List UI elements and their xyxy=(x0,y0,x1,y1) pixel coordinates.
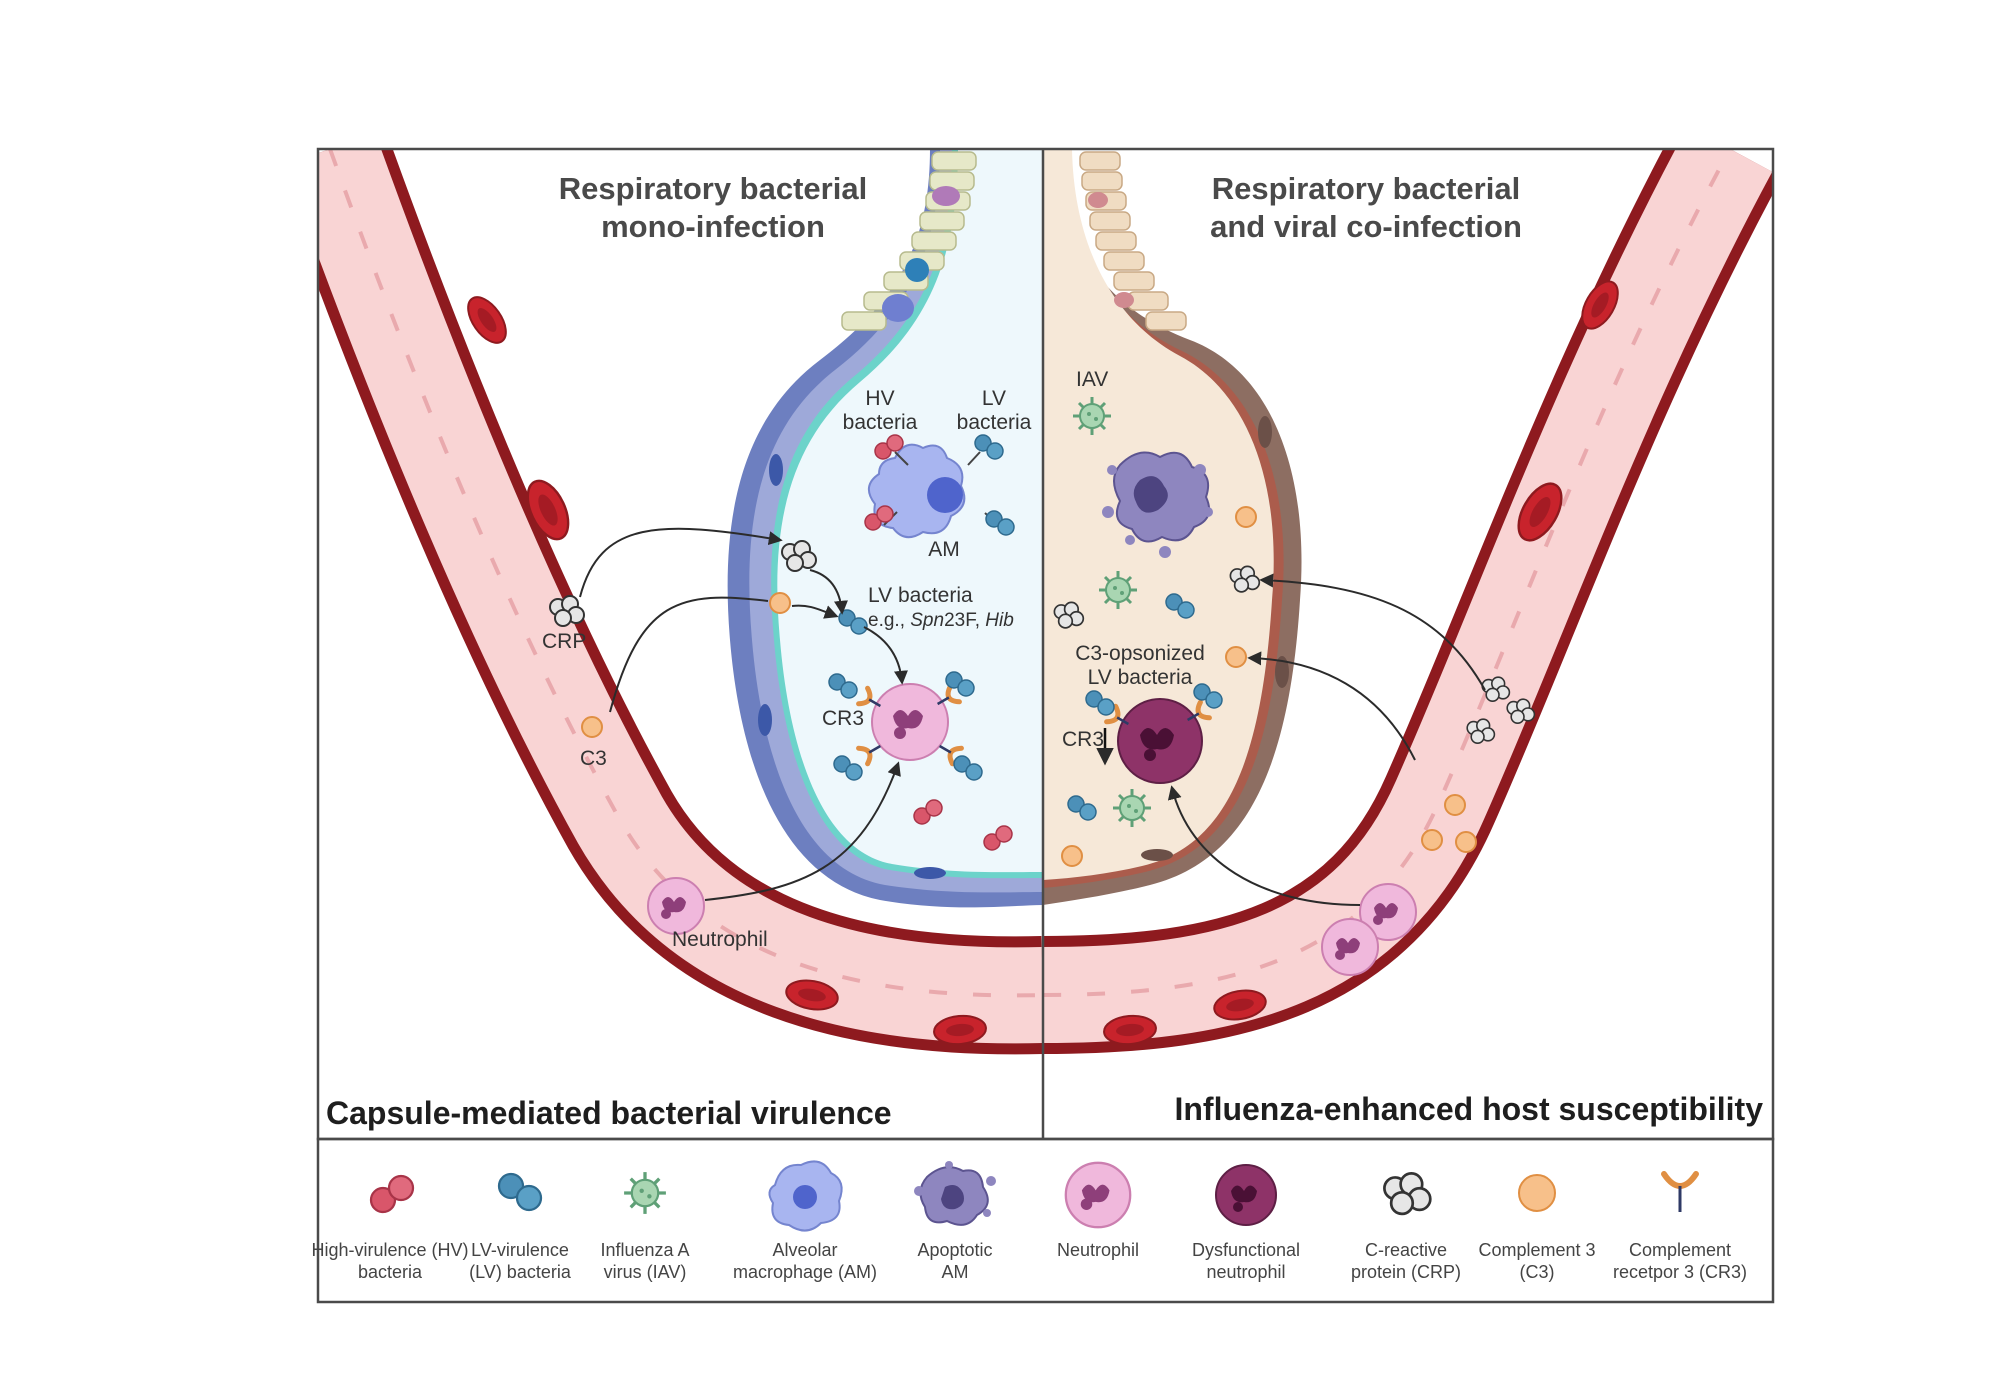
legend-label-line2: protein (CRP) xyxy=(1351,1262,1461,1282)
legend-label-line1: High-virulence (HV) xyxy=(311,1240,468,1260)
legend-label-line2: recetpor 3 (CR3) xyxy=(1613,1262,1747,1282)
neutrophil-icon xyxy=(1321,918,1379,976)
legend-label-line1: LV-virulence xyxy=(471,1240,569,1260)
legend-label-line2: bacteria xyxy=(358,1262,423,1282)
legend-label-line1: C-reactive xyxy=(1365,1240,1447,1260)
apoptotic-macrophage-icon xyxy=(914,1161,996,1226)
legend-label-line1: Complement 3 xyxy=(1478,1240,1595,1260)
left-title-line2: mono-infection xyxy=(601,209,825,244)
migration-arrows-right xyxy=(1167,573,1486,906)
left-bottom-caption: Capsule-mediated bacterial virulence xyxy=(326,1095,892,1131)
neutrophil-alveolus-left xyxy=(871,683,949,761)
apoptotic-macrophage xyxy=(1102,451,1213,558)
dysfunctional-neutrophil xyxy=(1117,698,1203,784)
left-panel-artwork xyxy=(318,149,1043,1055)
neutrophil-icon xyxy=(647,877,705,935)
legend-label-line2: (C3) xyxy=(1520,1262,1555,1282)
legend-label-line1: Dysfunctional xyxy=(1192,1240,1300,1260)
legend-label-line1: Influenza A xyxy=(600,1240,689,1260)
complement-icon xyxy=(581,716,603,738)
lv-bacteria-label-line2: bacteria xyxy=(957,411,1032,434)
neutrophil-icon xyxy=(1064,1161,1132,1229)
cr3-label-right: CR3 xyxy=(1062,728,1104,751)
complement-icon xyxy=(1518,1174,1556,1212)
legend-label-line2: virus (IAV) xyxy=(604,1262,687,1282)
legend-label-line2: neutrophil xyxy=(1206,1262,1285,1282)
migration-arrows-left xyxy=(579,527,908,901)
legend: High-virulence (HV) bacteria LV-virulenc… xyxy=(311,1160,1747,1282)
blood-vessel-right xyxy=(1043,149,1773,1054)
right-title-line2: and viral co-infection xyxy=(1210,209,1522,244)
complement-icon xyxy=(1421,829,1443,851)
lv-bacteria-icon xyxy=(497,1172,543,1212)
right-bottom-caption: Influenza-enhanced host susceptibility xyxy=(1174,1091,1763,1127)
legend-label-line2: (LV) bacteria xyxy=(469,1262,572,1282)
opsonized-label-line1: C3-opsonized xyxy=(1075,642,1205,665)
legend-label-line1: Alveolar xyxy=(772,1240,837,1260)
hv-bacteria-label-line2: bacteria xyxy=(843,411,918,434)
lv-bacteria-examples: e.g., Spn23F, Hib xyxy=(868,610,1014,631)
crp-label: CRP xyxy=(542,630,586,653)
iav-label: IAV xyxy=(1076,368,1108,391)
neutrophil-label: Neutrophil xyxy=(672,928,768,951)
complement-icon xyxy=(1225,646,1247,668)
complement-icon xyxy=(1061,845,1083,867)
legend-label-line2: AM xyxy=(942,1262,969,1282)
lv-bacteria-label-line1: LV xyxy=(982,387,1006,410)
left-title-line1: Respiratory bacterial xyxy=(559,171,867,206)
right-panel-artwork xyxy=(1043,149,1773,1054)
complement-icon xyxy=(1455,831,1477,853)
right-title-line1: Respiratory bacterial xyxy=(1212,171,1520,206)
crp-icon xyxy=(549,595,585,627)
am-label: AM xyxy=(928,538,960,561)
legend-label-line1: Complement xyxy=(1629,1240,1731,1260)
receptor-icon xyxy=(1661,1171,1699,1212)
crp-icon xyxy=(1383,1172,1432,1216)
legend-label-line2: macrophage (AM) xyxy=(733,1262,877,1282)
complement-icon xyxy=(769,592,791,614)
complement-icon xyxy=(1235,506,1257,528)
legend-label-line1: Neutrophil xyxy=(1057,1240,1139,1260)
lv-bacteria-label: LV bacteria xyxy=(868,584,973,607)
complement-icon xyxy=(1444,794,1466,816)
hv-bacteria-icon xyxy=(369,1174,415,1214)
blood-vessel-left xyxy=(318,149,1043,1055)
macrophage-icon xyxy=(768,1160,843,1232)
hv-bacteria-label-line1: HV xyxy=(865,387,894,410)
opsonized-label-line2: LV bacteria xyxy=(1088,666,1193,689)
virus-icon xyxy=(622,1170,668,1216)
panel-frame xyxy=(316,147,1775,1304)
dysfunctional-neutrophil-icon xyxy=(1215,1164,1277,1226)
legend-label-line1: Apoptotic xyxy=(917,1240,992,1260)
cr3-label-left: CR3 xyxy=(822,707,864,730)
c3-label: C3 xyxy=(580,747,607,770)
